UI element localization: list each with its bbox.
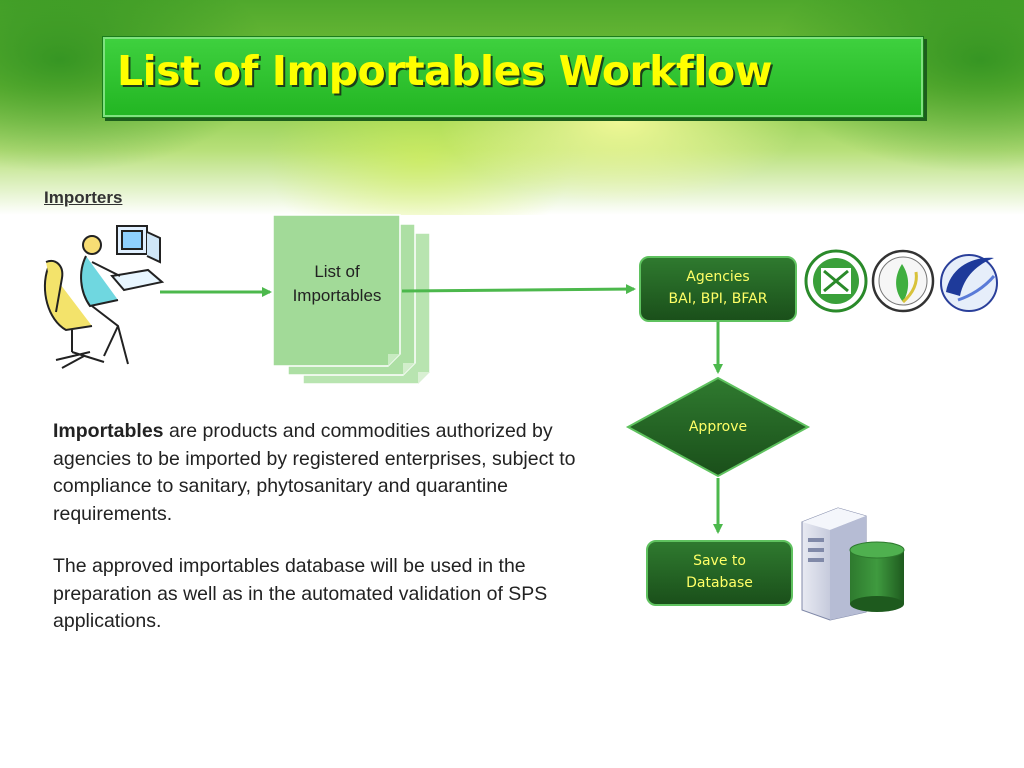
save-database-node [646, 540, 793, 606]
document-label: List of Importables [292, 262, 382, 305]
arrow-list-to-agencies [401, 284, 636, 295]
importers-label: Importers [44, 188, 123, 207]
page-title: List of Importables Workflow [117, 47, 772, 95]
document-stack-icon [272, 214, 431, 385]
paragraph-importables-definition: Importables are products and commodities… [53, 420, 576, 525]
description-text: Importables are products and commodities… [53, 418, 613, 661]
bai-seal-icon [804, 249, 868, 313]
importer-clipart-icon [43, 225, 165, 369]
agencies-label: Agencies BAI, BPI, BFAR [668, 269, 768, 307]
approve-label: Approve [688, 419, 748, 435]
save-label: Save to Database [686, 553, 753, 591]
paragraph-database-usage: The approved importables database will b… [53, 555, 548, 632]
database-server-icon [801, 507, 905, 621]
bpi-seal-icon [871, 249, 935, 313]
agencies-node [639, 256, 797, 322]
title-banner: List of Importables Workflow [102, 36, 924, 118]
bfar-seal-icon [940, 254, 998, 312]
approve-decision-node [625, 376, 811, 478]
